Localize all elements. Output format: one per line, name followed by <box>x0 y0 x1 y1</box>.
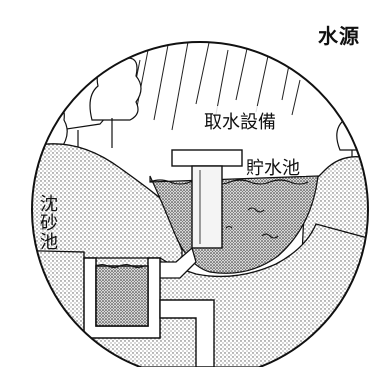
label-intake-facility: 取水設備 <box>204 112 276 133</box>
label-settling-basin: 沈砂池 <box>37 194 58 251</box>
circle-frame <box>31 41 369 367</box>
diagram-title: 水源 <box>318 24 360 48</box>
label-backing-intake <box>202 106 280 130</box>
intake-tower <box>171 149 243 249</box>
water-surface <box>149 179 309 185</box>
outflow-pipe <box>159 299 215 367</box>
label-reservoir: 貯水池 <box>246 158 300 179</box>
water-ripples <box>225 207 279 239</box>
settling-basin <box>83 257 161 339</box>
label-backing-reservoir <box>244 152 306 176</box>
